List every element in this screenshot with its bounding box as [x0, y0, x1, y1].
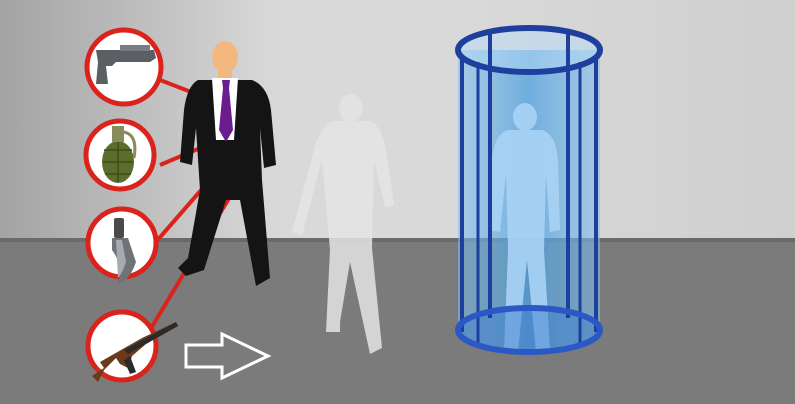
security-portal-chamber — [458, 28, 600, 354]
grenade-badge — [86, 121, 154, 189]
pistol-badge — [87, 30, 161, 104]
